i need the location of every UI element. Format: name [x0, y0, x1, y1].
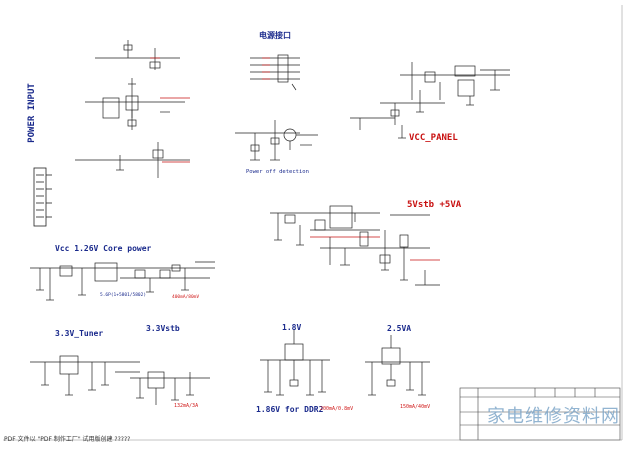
note-core-current: 400mA/80mV: [172, 295, 200, 300]
vstb33-block: [130, 371, 210, 405]
title-vcc-core: Vcc 1.26V Core power: [55, 244, 152, 253]
title-vcc-panel: VCC_PANEL: [409, 133, 458, 143]
vcc-core-block: [30, 261, 215, 301]
note-tuner-current: 132mA/3A: [174, 403, 199, 409]
top-left-switch-block: [75, 40, 190, 178]
power-input-connector: [33, 167, 52, 227]
v18-block: [260, 330, 330, 396]
vcc-panel-block: [350, 62, 510, 139]
title-v25: 2.5VA: [387, 324, 412, 333]
title-v186-ddr2: 1.86V for DDR2: [256, 405, 324, 414]
note-core: 5.6P(1+5801/5802): [100, 293, 147, 298]
sheet-border: [3, 5, 623, 441]
title-vstb33: 3.3Vstb: [146, 324, 180, 333]
title-v18: 1.8V: [282, 323, 302, 332]
title-tuner: 3.3V_Tuner: [55, 329, 104, 338]
vstb-5va-block: [270, 205, 440, 286]
power-interface-block: [250, 54, 300, 91]
pdf-footer-text: PDF 文件以 "PDF 制作工厂" 试用版创建 ?????: [4, 436, 131, 443]
v25-block: [365, 335, 430, 396]
title-vstb-5va: 5Vstb +5VA: [407, 200, 462, 210]
title-power-input: POWER INPUT: [27, 83, 37, 143]
note-ddr2-current: 200mA/0.8mV: [320, 406, 354, 412]
power-off-detection-block: [235, 120, 318, 161]
tuner-block: [30, 355, 140, 396]
watermark-text: 家电维修资料网: [487, 406, 620, 427]
title-power-off-detection: Power off detection: [246, 169, 309, 175]
note-v25-current: 150mA/40mV: [400, 404, 431, 410]
title-power-interface: 电源接口: [259, 31, 291, 40]
title-block: [459, 387, 621, 441]
